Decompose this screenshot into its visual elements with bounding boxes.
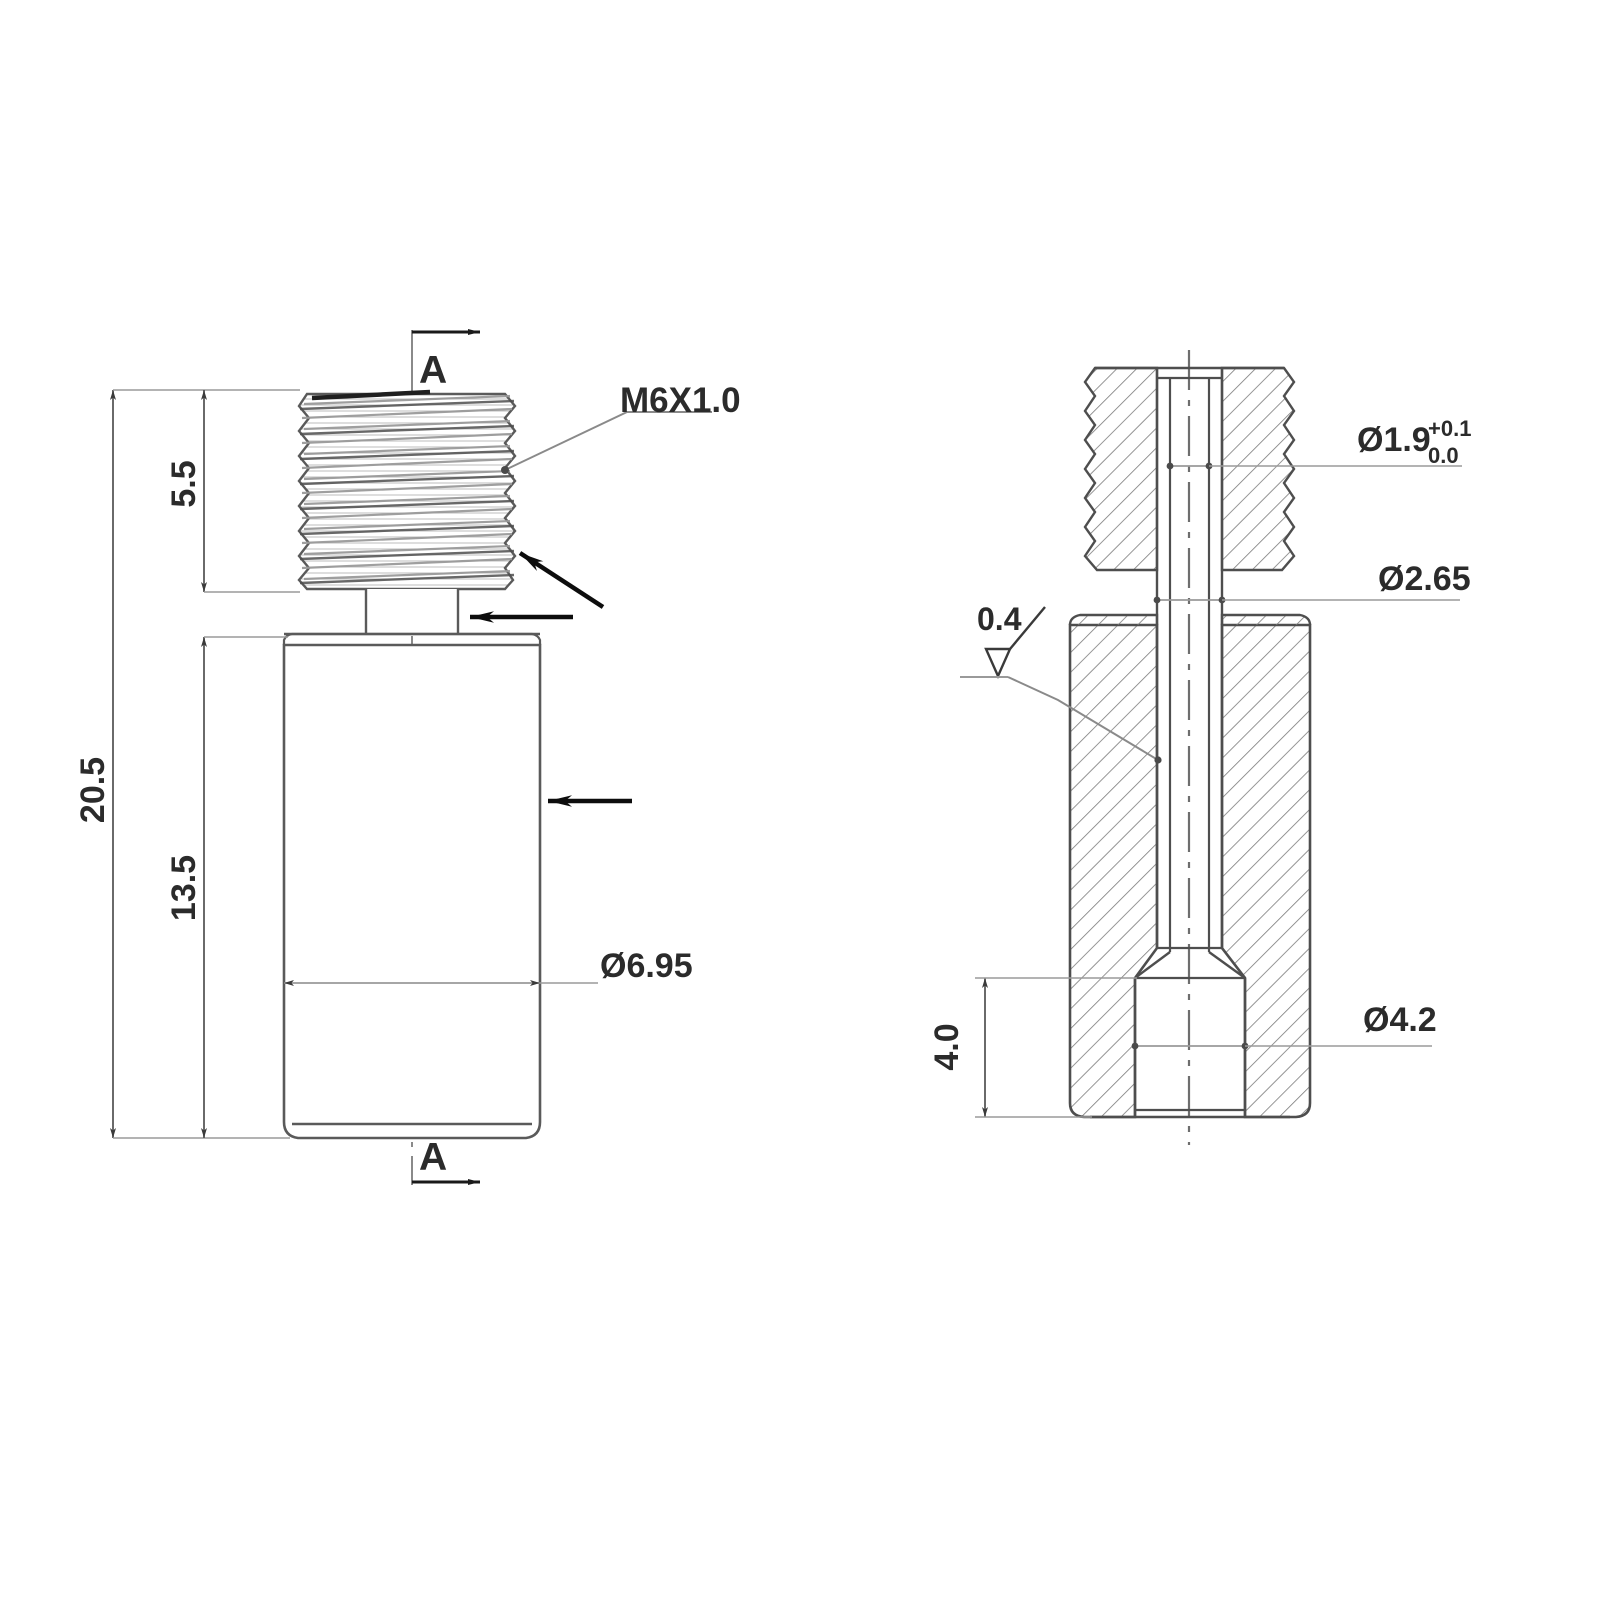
dim-label-diameter-1-9: Ø1.9 bbox=[1357, 421, 1431, 459]
thread-collar-left-hatch bbox=[1083, 366, 1159, 572]
dim-body-diameter: Ø6.95 bbox=[284, 947, 693, 986]
dim-label-diameter-4-2: Ø4.2 bbox=[1363, 1001, 1437, 1039]
section-view-group: Ø1.9 +0.1 0.0 Ø2.65 Ø4.2 bbox=[928, 350, 1471, 1145]
cylinder-body bbox=[282, 632, 542, 1140]
body-left-hatch bbox=[1068, 623, 1159, 1119]
surface-finish-value: 0.4 bbox=[977, 601, 1022, 637]
dim-label-13-5: 13.5 bbox=[165, 855, 203, 921]
dim-label-diameter-6-95: Ø6.95 bbox=[600, 947, 693, 985]
arrow-to-thread bbox=[518, 551, 605, 609]
pointer-arrows bbox=[470, 551, 632, 807]
front-view-group: A A bbox=[74, 329, 741, 1185]
bore-transition-chamfer bbox=[1134, 946, 1246, 979]
dim-label-m6x1: M6X1.0 bbox=[620, 381, 741, 420]
section-body-right bbox=[1220, 613, 1312, 1119]
neck bbox=[364, 589, 460, 634]
dim-thread-length: 5.5 bbox=[165, 390, 300, 593]
dim-tube-2-65: Ø2.65 bbox=[1153, 560, 1471, 604]
dim-label-tol-lower: 0.0 bbox=[1428, 443, 1459, 468]
body-right-hatch bbox=[1220, 623, 1312, 1119]
callout-thread-spec: M6X1.0 bbox=[501, 381, 741, 474]
dim-label-diameter-2-65: Ø2.65 bbox=[1378, 560, 1471, 598]
dim-bore-1-9: Ø1.9 +0.1 0.0 bbox=[1166, 416, 1471, 470]
roughness-tail-icon bbox=[1009, 606, 1046, 650]
section-label-a-top: A bbox=[419, 349, 447, 392]
dim-counterbore-depth: 4.0 bbox=[928, 977, 1137, 1118]
section-mark-a-bottom: A bbox=[412, 1136, 480, 1185]
threaded-head bbox=[297, 389, 517, 591]
section-thread-left bbox=[1083, 366, 1159, 572]
thread-top-chamfer bbox=[311, 389, 431, 401]
section-thread-right bbox=[1220, 366, 1296, 572]
dim-counterbore-4-2: Ø4.2 bbox=[1131, 1001, 1437, 1050]
surface-finish-leader bbox=[1007, 676, 1159, 761]
section-mark-a-top: A bbox=[412, 329, 480, 392]
dim-body-length: 13.5 bbox=[165, 636, 288, 1138]
dim-label-depth-4-0: 4.0 bbox=[928, 1023, 966, 1070]
thread-helix-lines bbox=[301, 394, 513, 581]
dim-label-tol-upper: +0.1 bbox=[1428, 416, 1471, 441]
body-outline bbox=[282, 643, 542, 1140]
section-body-left bbox=[1068, 613, 1159, 1119]
dim-overall-length: 20.5 bbox=[74, 389, 300, 1139]
dim-label-20-5: 20.5 bbox=[74, 757, 112, 823]
surface-finish-callout: 0.4 bbox=[960, 601, 1162, 764]
section-label-a-bottom: A bbox=[419, 1136, 447, 1179]
thread-root-lines bbox=[299, 399, 515, 585]
roughness-triangle-icon bbox=[984, 647, 1012, 679]
dim-label-5-5: 5.5 bbox=[165, 460, 203, 507]
thread-collar-right-hatch bbox=[1220, 366, 1296, 572]
section-top-face bbox=[1095, 366, 1284, 380]
